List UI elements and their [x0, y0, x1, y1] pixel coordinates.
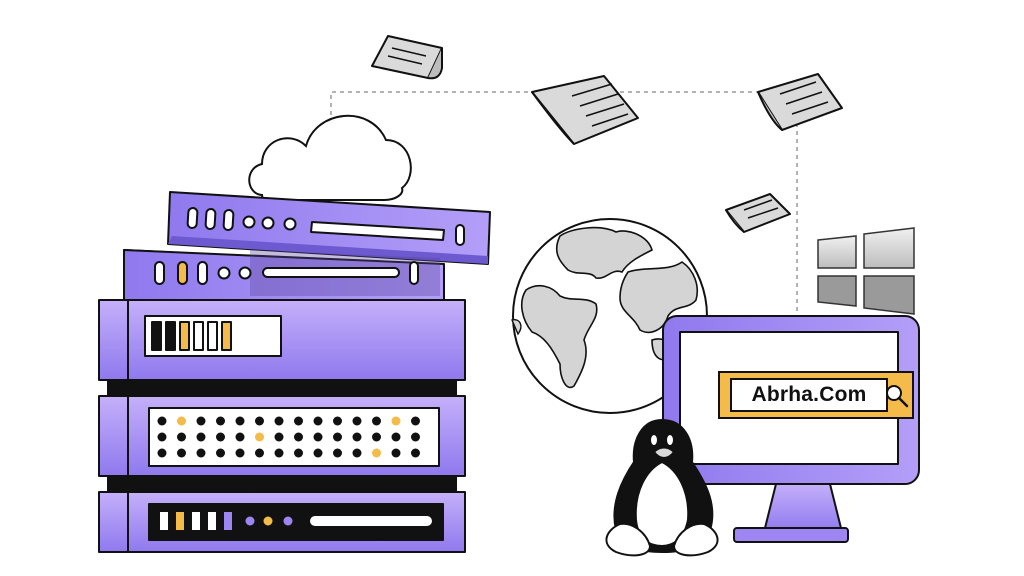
indicator-led — [294, 448, 303, 458]
indicator-led — [411, 416, 420, 426]
indicator-led — [177, 416, 186, 426]
indicator-led — [391, 432, 401, 442]
indicator-led — [372, 416, 381, 426]
indicator-led — [313, 416, 323, 426]
indicator-led — [274, 416, 284, 426]
indicator-led — [177, 432, 186, 442]
indicator-led — [255, 416, 264, 426]
indicator-led — [157, 416, 167, 426]
paper-document-icon — [725, 193, 791, 233]
indicator-led — [235, 432, 245, 442]
indicator-led — [372, 448, 381, 458]
indicator-led — [391, 416, 401, 426]
server-unit-rack-3 — [98, 491, 466, 553]
indicator-led — [274, 432, 284, 442]
indicator-led — [411, 448, 420, 458]
indicator-led — [235, 416, 245, 426]
indicator-led — [352, 448, 362, 458]
server-stack-icon — [98, 191, 491, 553]
indicator-led — [294, 432, 303, 442]
paper-document-icon — [371, 35, 443, 80]
indicator-led — [333, 432, 342, 442]
indicator-led — [255, 432, 264, 442]
server-unit-second — [123, 249, 445, 301]
tux-penguin-icon — [605, 419, 719, 557]
windows-logo-icon — [817, 227, 915, 315]
indicator-led — [216, 416, 225, 426]
indicator-led — [294, 416, 303, 426]
indicator-led — [255, 448, 264, 458]
cloud-icon — [248, 115, 412, 201]
indicator-led — [372, 432, 381, 442]
indicator-led — [333, 448, 342, 458]
indicator-led — [391, 448, 401, 458]
search-input-value: Abrha.Com — [751, 383, 867, 406]
server-unit-top — [167, 191, 491, 265]
indicator-led — [177, 448, 186, 458]
indicator-led — [196, 416, 206, 426]
paper-document-icon — [757, 73, 843, 131]
indicator-led — [333, 416, 342, 426]
indicator-led — [157, 448, 167, 458]
indicator-led — [352, 432, 362, 442]
indicator-led — [313, 448, 323, 458]
indicator-led — [157, 432, 167, 442]
search-bar[interactable]: Abrha.Com — [718, 371, 914, 419]
search-input[interactable]: Abrha.Com — [730, 378, 888, 412]
indicator-led — [216, 448, 225, 458]
indicator-led — [274, 448, 284, 458]
indicator-led — [196, 432, 206, 442]
magnifier-icon[interactable] — [884, 383, 910, 409]
indicator-led — [313, 432, 323, 442]
indicator-led — [196, 448, 206, 458]
server-unit-rack-1 — [98, 299, 466, 381]
indicator-led-grid — [157, 416, 420, 458]
paper-document-icon — [531, 75, 639, 145]
indicator-led — [235, 448, 245, 458]
server-unit-rack-2 — [98, 395, 466, 477]
indicator-led — [411, 432, 420, 442]
indicator-led — [352, 416, 362, 426]
indicator-led — [216, 432, 225, 442]
